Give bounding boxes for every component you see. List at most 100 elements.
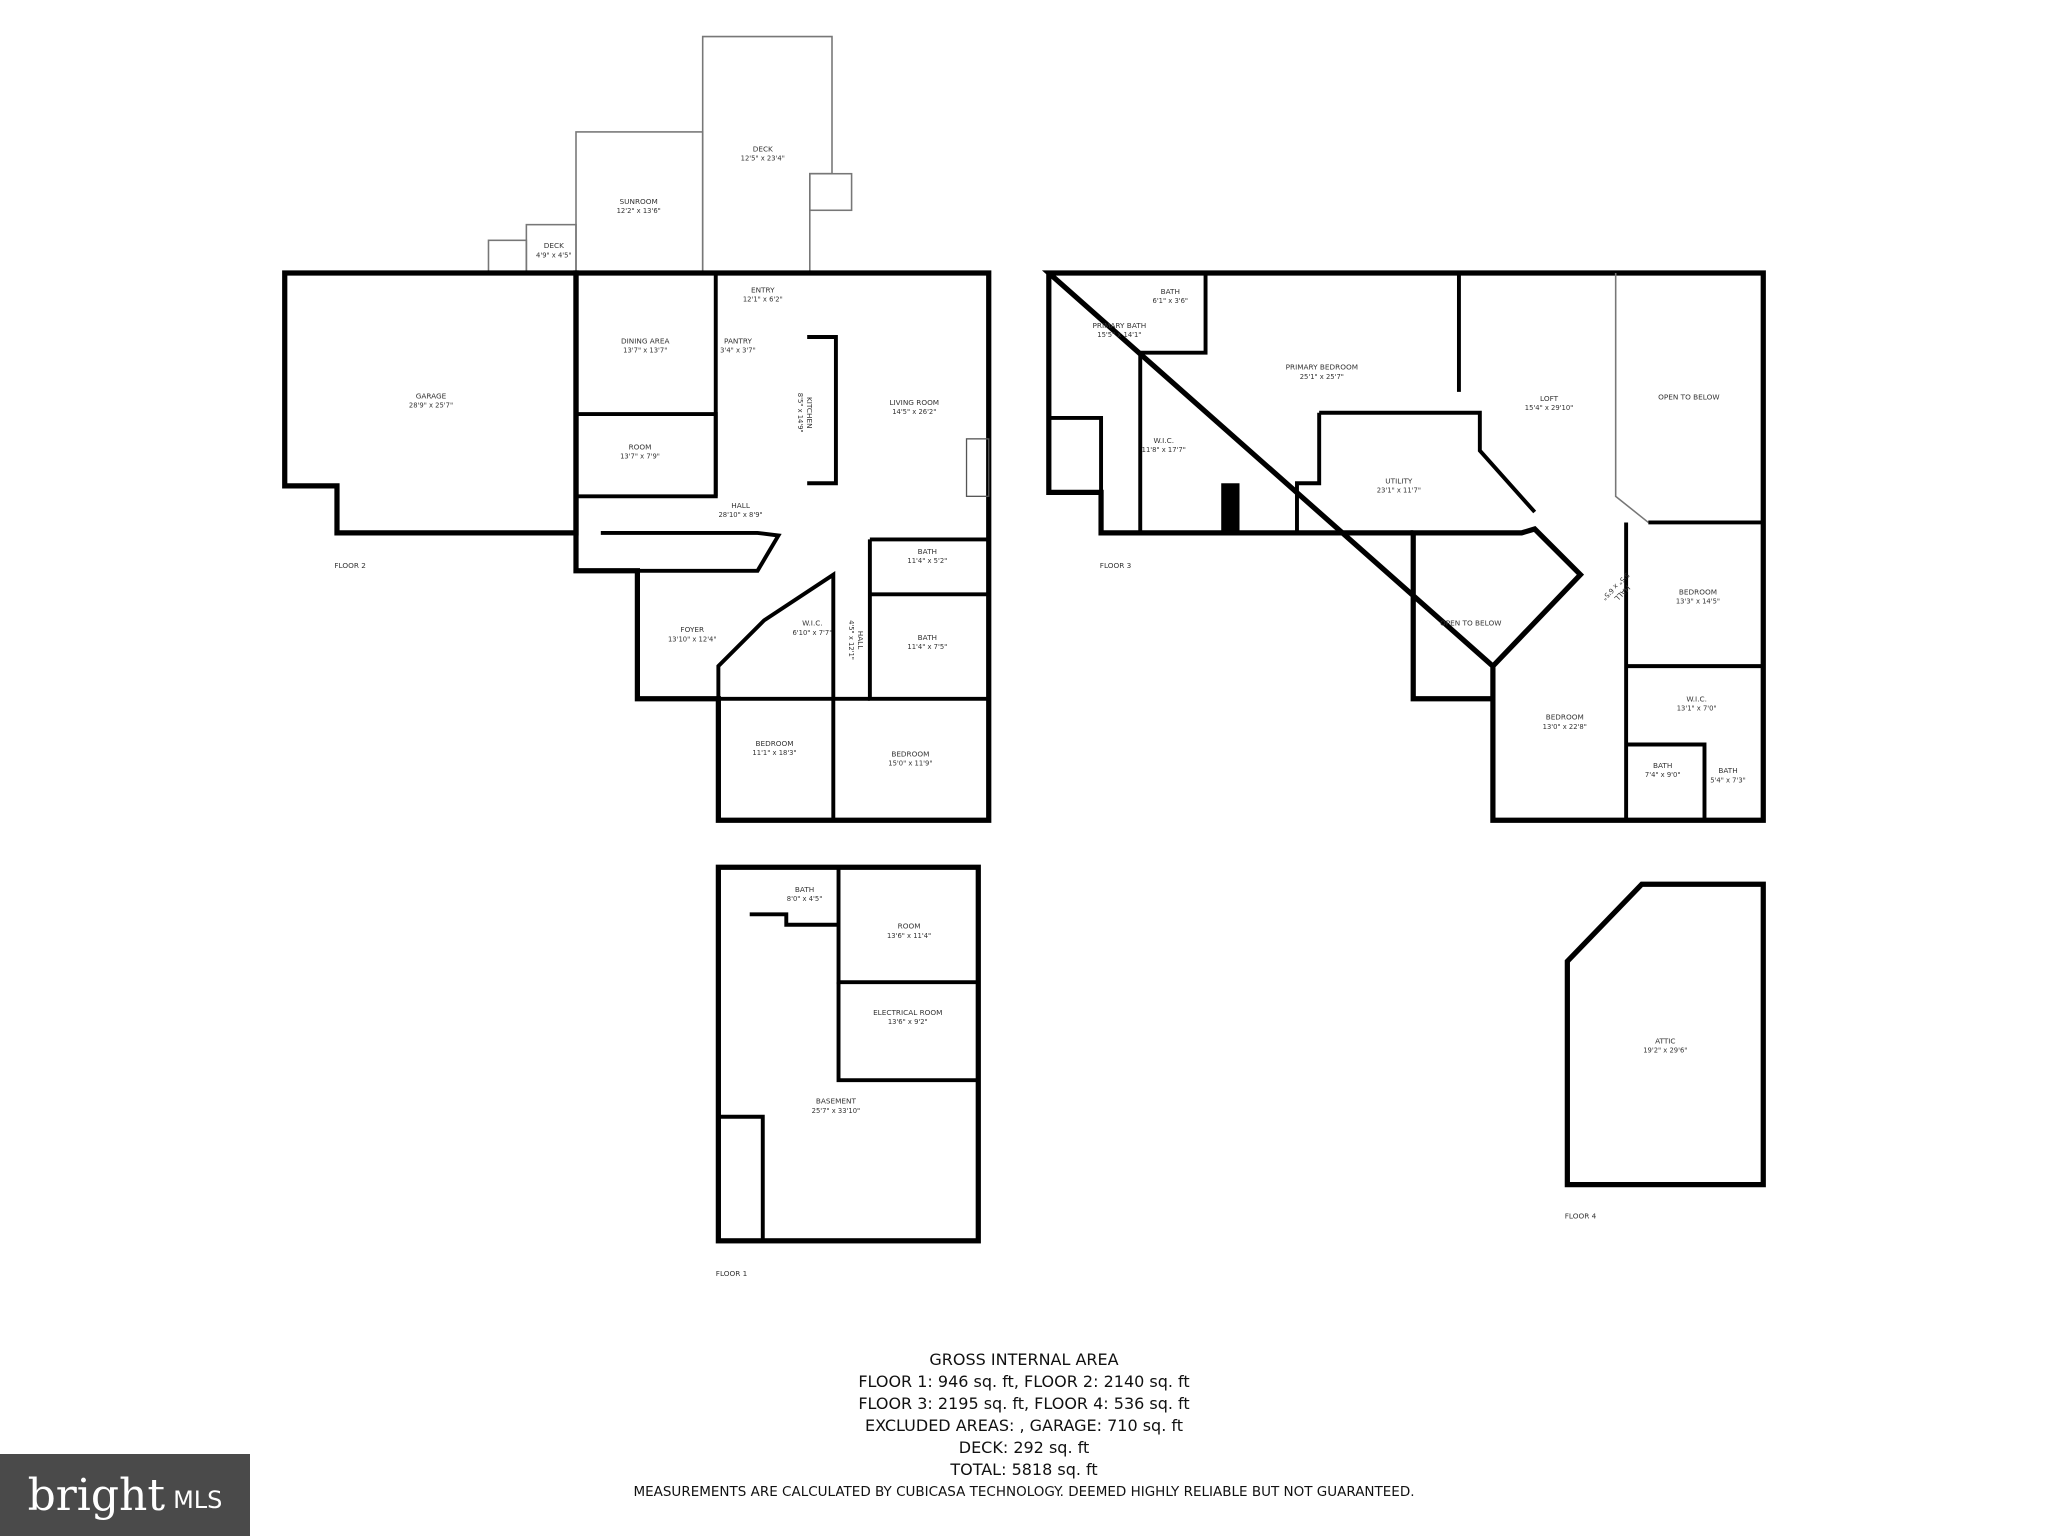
room-name: BATH: [795, 885, 814, 894]
room-name: W.I.C.: [1153, 436, 1174, 445]
room-dimensions: 15'5" x 14'1": [1097, 331, 1141, 339]
summary-floors-3-4: FLOOR 3: 2195 sq. ft, FLOOR 4: 536 sq. f…: [858, 1394, 1190, 1413]
room-name: DECK: [544, 241, 564, 250]
room-dimensions: 19'2" x 29'6": [1643, 1047, 1687, 1055]
room-name: PANTRY: [724, 337, 752, 346]
summary-total: TOTAL: 5818 sq. ft: [950, 1460, 1098, 1479]
room-name: BATH: [918, 547, 937, 556]
logo-brand: bright: [27, 1469, 166, 1521]
room-name: HALL: [856, 631, 865, 651]
room-label: W.I.C.11'8" x 17'7": [1142, 436, 1186, 454]
room-name: DINING AREA: [621, 337, 669, 346]
room-name: PRIMARY BATH: [1093, 321, 1147, 330]
room-dimensions: 25'7" x 33'10": [812, 1107, 861, 1115]
room-name: PRIMARY BEDROOM: [1286, 363, 1358, 372]
room-dimensions: 8'5" x 14'9": [796, 393, 804, 433]
room-name: ROOM: [898, 922, 921, 931]
floor-label: FLOOR 3: [1100, 561, 1132, 570]
summary-excluded: EXCLUDED AREAS: , GARAGE: 710 sq. ft: [864, 1416, 1184, 1435]
room-name: BEDROOM: [755, 739, 793, 748]
room-name: BATH: [1161, 287, 1180, 296]
room-dimensions: 12'1" x 6'2": [743, 296, 783, 304]
room-name: BASEMENT: [816, 1097, 857, 1106]
bright-mls-logo: bright MLS: [0, 1454, 250, 1536]
room-dimensions: 14'5" x 26'2": [892, 408, 936, 416]
room-name: BATH: [918, 633, 937, 642]
floor-3-walls: [1041, 270, 1766, 823]
room-name: OPEN TO BELOW: [1658, 393, 1719, 402]
room-dimensions: 3'4" x 3'7": [720, 347, 756, 355]
disclaimer: MEASUREMENTS ARE CALCULATED BY CUBICASA …: [633, 1484, 1415, 1500]
gross-internal-area: GROSS INTERNAL AREA FLOOR 1: 946 sq. ft,…: [0, 1349, 2048, 1503]
room-dimensions: 12'2" x 13'6": [617, 207, 661, 215]
room-dimensions: 28'9" x 25'7": [409, 402, 453, 410]
room-dimensions: 11'1" x 18'3": [752, 749, 796, 757]
room-name: BATH: [1653, 761, 1672, 770]
room-label: OPEN TO BELOW: [1658, 393, 1719, 402]
room-dimensions: 6'10" x 7'7": [792, 629, 832, 637]
logo-suffix: MLS: [173, 1486, 223, 1514]
floor-1-walls: [715, 864, 981, 1244]
summary-deck: DECK: 292 sq. ft: [958, 1438, 1090, 1457]
room-label: W.I.C.6'10" x 7'7": [792, 619, 832, 637]
room-dimensions: 13'6" x 9'2": [888, 1018, 928, 1026]
room-label: OPEN TO BELOW: [1440, 619, 1501, 628]
floor-label: FLOOR 1: [716, 1269, 748, 1278]
summary-floors-1-2: FLOOR 1: 946 sq. ft, FLOOR 2: 2140 sq. f…: [858, 1372, 1190, 1391]
floor-label: FLOOR 2: [334, 561, 366, 570]
room-name: ATTIC: [1655, 1037, 1675, 1046]
room-name: BATH: [1718, 766, 1737, 775]
room-dimensions: 25'1" x 25'7": [1300, 373, 1344, 381]
room-dimensions: 6'1" x 3'6": [1153, 297, 1189, 305]
room-name: BEDROOM: [1679, 587, 1717, 596]
room-name: W.I.C.: [802, 619, 823, 628]
room-name: ENTRY: [751, 286, 775, 295]
room-label: GARAGE 28'9" x 25'7": [409, 391, 453, 409]
room-name: GARAGE: [416, 391, 447, 400]
room-dimensions: 5'4" x 7'3": [1710, 776, 1746, 784]
room-dimensions: 15'0" x 11'9": [888, 759, 932, 767]
room-dimensions: 13'6" x 11'4": [887, 932, 931, 940]
room-name: LIVING ROOM: [889, 398, 939, 407]
room-dimensions: 28'10" x 8'9": [718, 511, 762, 519]
room-dimensions: 11'4" x 7'5": [907, 643, 947, 651]
room-label: W.I.C.13'1" x 7'0": [1677, 694, 1717, 712]
room-name: SUNROOM: [620, 197, 658, 206]
room-dimensions: 11'8" x 17'7": [1142, 446, 1186, 454]
room-name: UTILITY: [1385, 476, 1413, 485]
room-dimensions: 8'0" x 4'5": [787, 895, 823, 903]
room-name: ELECTRICAL ROOM: [873, 1008, 942, 1017]
room-dimensions: 4'5" x 12'1": [847, 620, 855, 660]
room-dimensions: 13'7" x 13'7": [623, 347, 667, 355]
summary-title: GROSS INTERNAL AREA: [929, 1350, 1119, 1369]
room-dimensions: 11'4" x 5'2": [907, 557, 947, 565]
